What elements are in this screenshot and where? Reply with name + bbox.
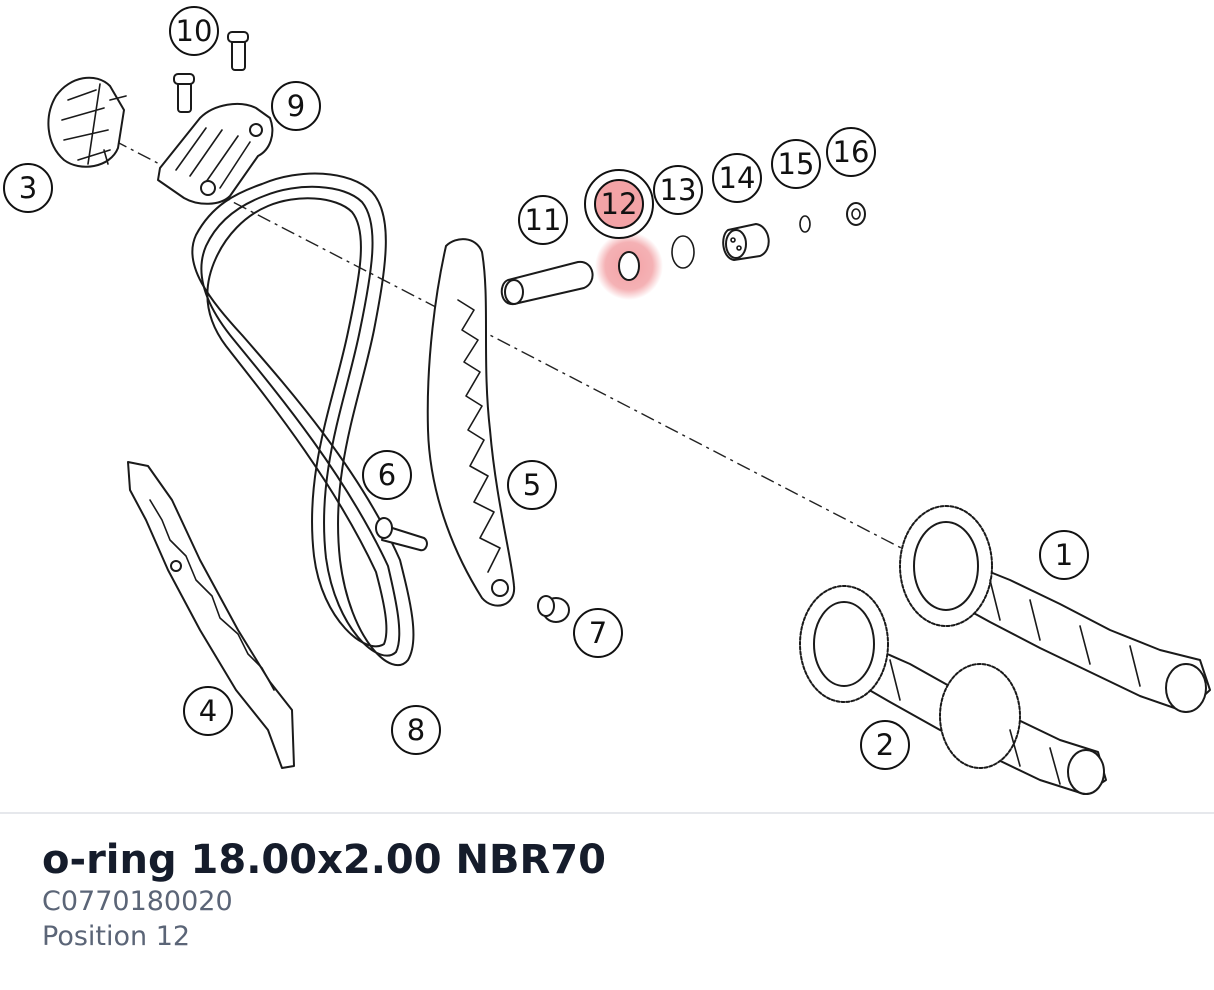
callout-2[interactable]: 2 bbox=[860, 720, 910, 770]
callout-11[interactable]: 11 bbox=[518, 195, 568, 245]
svg-text:16: 16 bbox=[833, 135, 870, 169]
section-divider bbox=[0, 812, 1214, 814]
svg-text:2: 2 bbox=[876, 728, 894, 762]
svg-text:12: 12 bbox=[601, 187, 638, 221]
part-small-plug[interactable] bbox=[846, 202, 866, 226]
part-tensioner-head[interactable] bbox=[47, 76, 127, 168]
svg-text:14: 14 bbox=[719, 161, 756, 195]
callout-7[interactable]: 7 bbox=[573, 608, 623, 658]
part-bolts[interactable] bbox=[173, 31, 249, 113]
svg-text:13: 13 bbox=[660, 173, 697, 207]
callout-5[interactable]: 5 bbox=[507, 460, 557, 510]
svg-text:4: 4 bbox=[199, 694, 217, 728]
part-camshaft-exhaust[interactable] bbox=[899, 505, 1211, 713]
callout-3[interactable]: 3 bbox=[3, 163, 53, 213]
svg-text:7: 7 bbox=[589, 616, 607, 650]
part-chain-guide-rail[interactable] bbox=[426, 238, 516, 607]
part-small-ring[interactable] bbox=[799, 215, 811, 233]
exploded-parts-diagram: 1 2 3 4 5 6 7 8 9 10 11 12 13 14 15 16 bbox=[3, 6, 1211, 795]
callout-4[interactable]: 4 bbox=[183, 686, 233, 736]
part-collar-bolt[interactable] bbox=[375, 517, 428, 552]
svg-text:9: 9 bbox=[287, 89, 305, 123]
part-bushing[interactable] bbox=[537, 595, 570, 623]
svg-text:11: 11 bbox=[525, 203, 562, 237]
svg-text:10: 10 bbox=[176, 14, 213, 48]
part-upper-guide[interactable] bbox=[157, 102, 274, 205]
callout-12-highlighted[interactable]: 12 bbox=[584, 169, 654, 239]
callout-8[interactable]: 8 bbox=[391, 705, 441, 755]
part-tensioner-plunger[interactable] bbox=[500, 260, 594, 306]
part-number: C0770180020 bbox=[42, 886, 233, 917]
svg-text:6: 6 bbox=[378, 458, 396, 492]
callout-9[interactable]: 9 bbox=[271, 81, 321, 131]
callout-10[interactable]: 10 bbox=[169, 6, 219, 56]
part-camshaft-intake[interactable] bbox=[799, 585, 1107, 795]
callout-13[interactable]: 13 bbox=[653, 165, 703, 215]
part-tensioner-rail[interactable] bbox=[127, 461, 295, 769]
svg-text:5: 5 bbox=[523, 468, 541, 502]
callout-6[interactable]: 6 bbox=[362, 450, 412, 500]
assembly-axis-line bbox=[89, 127, 906, 551]
part-name: o-ring 18.00x2.00 NBR70 bbox=[42, 837, 606, 883]
svg-text:15: 15 bbox=[778, 147, 815, 181]
part-timing-chain[interactable] bbox=[191, 172, 415, 667]
part-oring[interactable] bbox=[671, 235, 695, 269]
part-info-panel: o-ring 18.00x2.00 NBR70 C0770180020 Posi… bbox=[42, 836, 1172, 954]
part-screw-plug[interactable] bbox=[722, 223, 770, 261]
svg-text:3: 3 bbox=[19, 171, 37, 205]
callout-1[interactable]: 1 bbox=[1039, 530, 1089, 580]
callout-15[interactable]: 15 bbox=[771, 139, 821, 189]
svg-text:8: 8 bbox=[407, 713, 425, 747]
callout-16[interactable]: 16 bbox=[826, 127, 876, 177]
svg-text:1: 1 bbox=[1055, 538, 1073, 572]
part-oring-highlighted[interactable] bbox=[595, 232, 663, 300]
callout-14[interactable]: 14 bbox=[712, 153, 762, 203]
part-position: Position 12 bbox=[42, 921, 191, 952]
